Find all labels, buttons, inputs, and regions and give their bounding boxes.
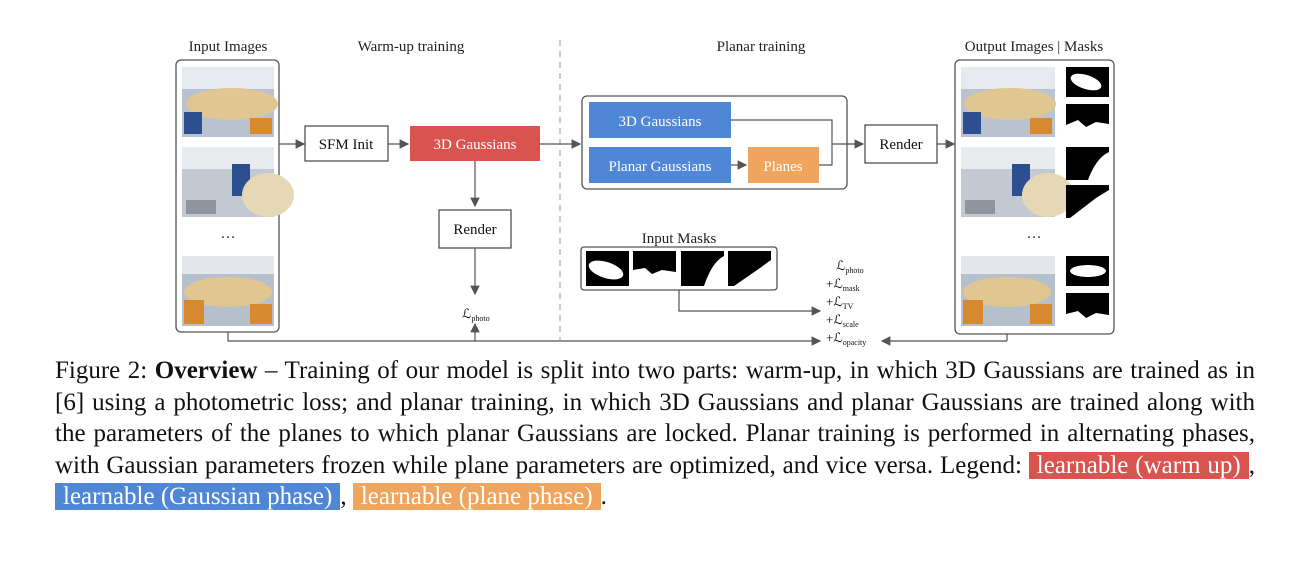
planar-gaussians-box <box>589 147 731 183</box>
output-mask-3b <box>1066 293 1109 326</box>
input-photo-3 <box>182 256 274 326</box>
arrow-input-to-warmup-loss <box>227 322 480 342</box>
output-photo-2 <box>961 147 1074 217</box>
render-planar-label: Render <box>879 137 922 153</box>
planar-group-box: 3D Gaussians Planar Gaussians Planes <box>581 95 862 190</box>
loss-scale: +ℒscale <box>826 312 859 329</box>
output-mask-2b <box>1066 185 1109 218</box>
gaussians-planar-label: 3D Gaussians <box>619 114 702 130</box>
mask-3 <box>681 251 724 286</box>
connector-planes-to-render <box>819 144 833 166</box>
gaussians-warmup-label: 3D Gaussians <box>434 137 517 153</box>
legend-plane-phase: learnable (plane phase) <box>352 483 601 510</box>
planes-label: Planes <box>763 159 802 175</box>
caption-end: . <box>600 483 607 510</box>
loss-tv: +ℒTV <box>826 294 854 311</box>
input-masks-panel <box>580 246 778 291</box>
overview-diagram: Input Images Warm-up training Planar tra… <box>175 39 1115 347</box>
output-images-masks-label: Output Images | Masks <box>965 39 1104 55</box>
mask-2 <box>633 251 676 286</box>
input-photo-2 <box>182 147 294 217</box>
output-mask-2a <box>1066 147 1109 180</box>
input-images-label: Input Images <box>189 39 268 55</box>
output-mask-3a <box>1066 256 1109 286</box>
caption-lead: Figure 2: <box>55 357 155 384</box>
sfm-init-box: SFM Init <box>304 125 389 162</box>
gaussians-planar-box <box>589 102 731 138</box>
loss-mask: +ℒmask <box>826 276 860 293</box>
legend-separator-2: , <box>340 483 353 510</box>
output-photo-3 <box>961 256 1055 326</box>
output-mask-1b <box>1066 104 1109 137</box>
caption-bold: Overview <box>154 357 258 384</box>
planar-loss-stack: ℒphoto +ℒmask +ℒTV +ℒscale +ℒopacity <box>826 258 866 347</box>
loss-opacity: +ℒopacity <box>826 330 866 347</box>
output-photo-1 <box>961 67 1056 137</box>
planar-gaussians-label: Planar Gaussians <box>609 159 712 175</box>
sfm-init-label: SFM Init <box>319 137 374 153</box>
legend-warmup: learnable (warm up) <box>1028 451 1249 479</box>
legend-separator-1: , <box>1248 451 1255 479</box>
output-ellipsis: … <box>1027 226 1042 242</box>
input-ellipsis: … <box>221 226 236 242</box>
input-photo-1 <box>182 67 278 137</box>
render-planar-box: Render <box>864 124 938 164</box>
gaussians-warmup-box: 3D Gaussians <box>410 126 540 161</box>
input-images-panel: … <box>175 59 294 333</box>
figure-caption: Figure 2: Overview – Training of our mod… <box>55 355 1255 513</box>
output-mask-1a <box>1066 67 1109 97</box>
warmup-photo-loss: ℒphoto <box>462 306 490 323</box>
warmup-training-label: Warm-up training <box>358 39 465 55</box>
caption-body: – Training of our model is split into tw… <box>55 357 1255 479</box>
mask-1 <box>586 251 629 286</box>
render-warmup-box: Render <box>438 209 512 249</box>
planes-box <box>748 147 819 183</box>
mask-4 <box>728 251 771 286</box>
output-panel: … <box>954 59 1115 335</box>
legend-gaussian-phase: learnable (Gaussian phase) <box>55 483 341 510</box>
input-masks-label: Input Masks <box>642 231 717 247</box>
render-warmup-label: Render <box>453 222 496 238</box>
planar-training-label: Planar training <box>717 39 806 55</box>
arrow-masks-to-loss <box>678 290 822 316</box>
loss-photo: ℒphoto <box>836 258 864 275</box>
